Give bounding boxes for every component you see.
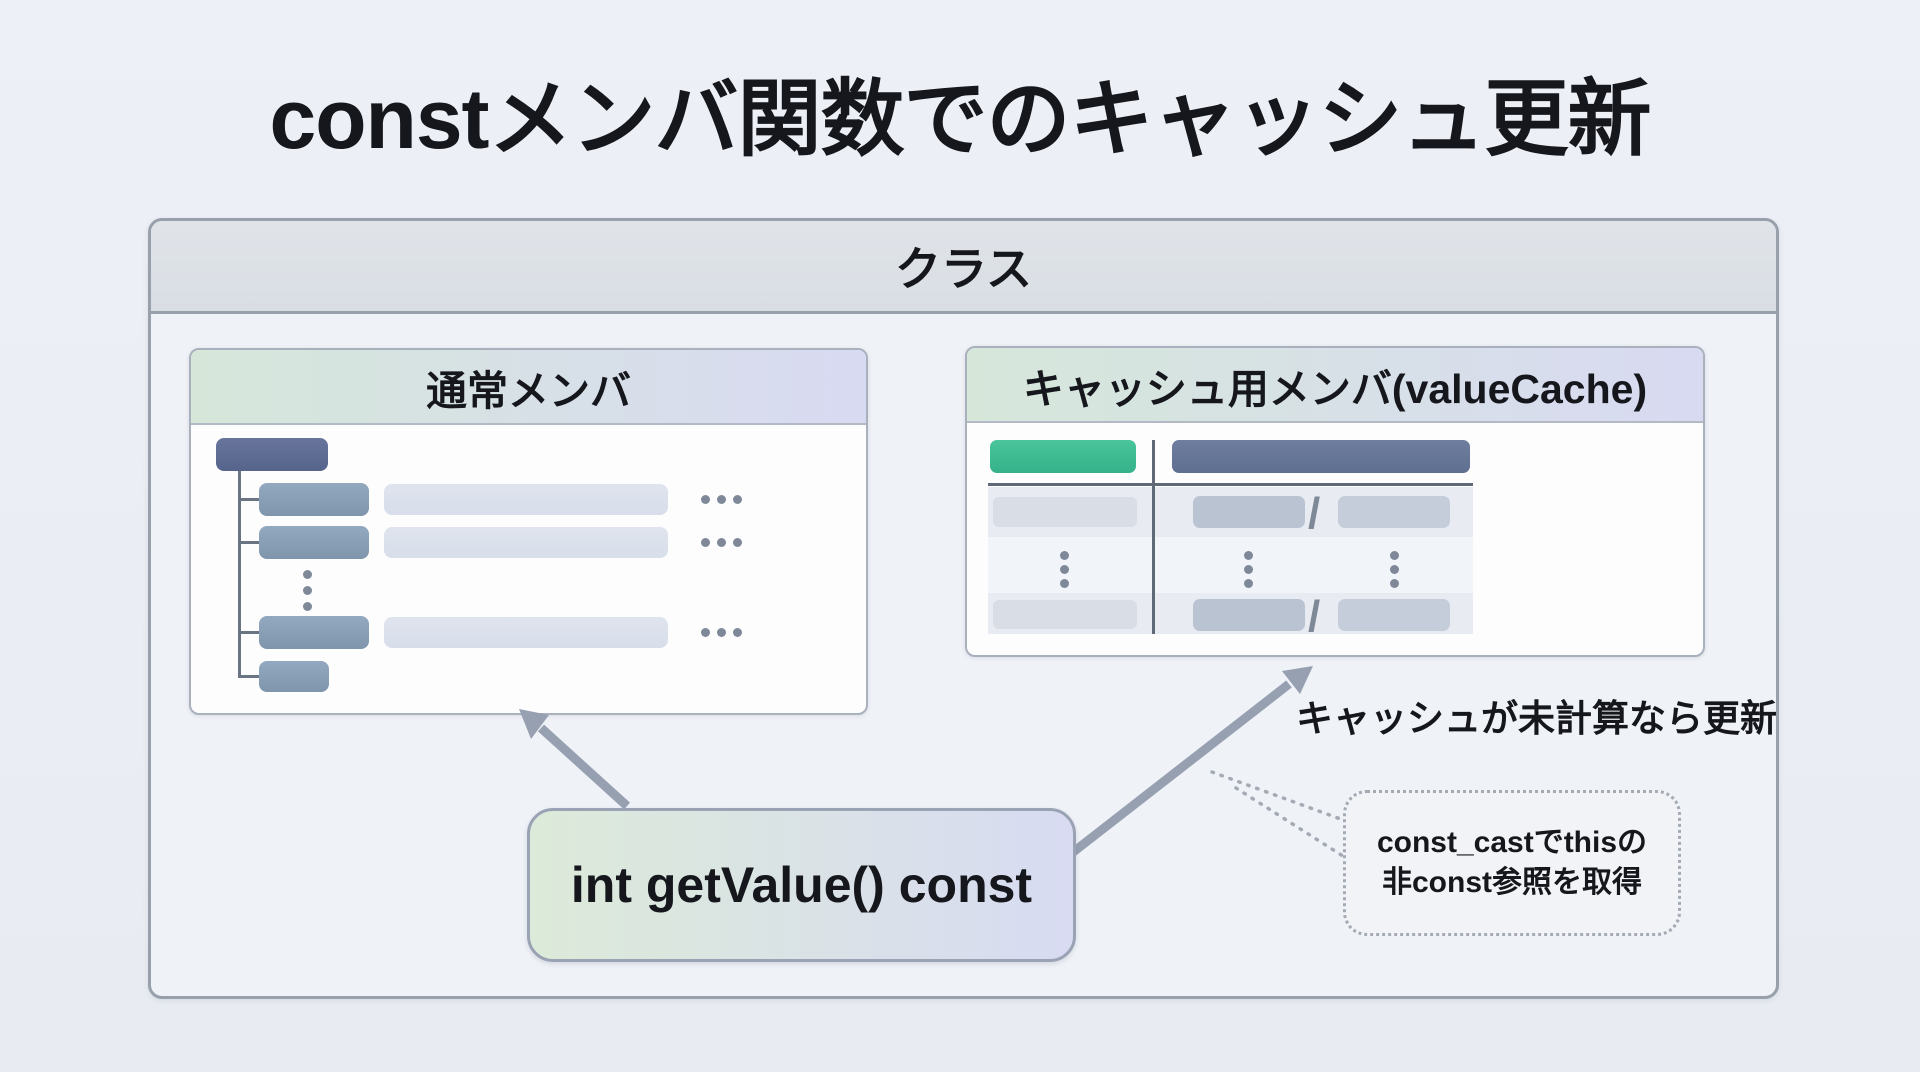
vertical-ellipsis-dot: [303, 586, 312, 595]
class-container-header: クラス: [151, 221, 1776, 314]
normal-members-header: 通常メンバ: [191, 350, 866, 425]
tree-root-node: [216, 438, 328, 471]
cache-member-header: キャッシュ用メンバ(valueCache): [967, 348, 1703, 423]
table-header-separator: [988, 483, 1473, 486]
cache-member-label: キャッシュ用メンバ(valueCache): [1022, 365, 1648, 412]
table-vertical-divider: [1152, 440, 1155, 634]
cache-key-header-cell: [990, 440, 1136, 473]
class-label: クラス: [894, 243, 1033, 295]
cache-key-cell: [993, 497, 1137, 527]
tree-connector-line: [238, 631, 260, 634]
getvalue-function-label: int getValue() const: [570, 857, 1033, 913]
tree-connector-line: [238, 675, 260, 678]
table-ellipsis-dot: [1060, 565, 1069, 574]
tree-trunk-line: [238, 470, 241, 677]
ellipsis-dot: [733, 495, 742, 504]
ellipsis-dot: [717, 628, 726, 637]
normal-members-label: 通常メンバ: [426, 367, 631, 414]
cache-update-note: キャッシュが未計算なら更新: [1296, 698, 1777, 739]
cache-value-cell: [1193, 496, 1305, 528]
member-value-bar: [384, 527, 668, 558]
cache-value-cell: [1338, 599, 1450, 631]
table-ellipsis-dot: [1244, 579, 1253, 588]
tree-connector-line: [238, 498, 260, 501]
table-ellipsis-dot: [1390, 565, 1399, 574]
table-ellipsis-dot: [1390, 579, 1399, 588]
member-value-bar: [384, 617, 668, 648]
cache-value-cell: [1338, 496, 1450, 528]
vertical-ellipsis-dot: [303, 570, 312, 579]
cache-key-cell: [993, 600, 1137, 629]
table-ellipsis-dot: [1244, 565, 1253, 574]
tree-child-node: [259, 526, 369, 559]
ellipsis-dot: [733, 538, 742, 547]
table-ellipsis-dot: [1244, 551, 1253, 560]
ellipsis-dot: [733, 628, 742, 637]
ellipsis-dot: [701, 628, 710, 637]
member-value-bar: [384, 484, 668, 515]
table-ellipsis-dot: [1060, 579, 1069, 588]
ellipsis-dot: [717, 495, 726, 504]
tree-connector-line: [238, 541, 260, 544]
ellipsis-dot: [701, 538, 710, 547]
getvalue-function-box: int getValue() const: [527, 808, 1076, 962]
tree-child-node: [259, 483, 369, 516]
tree-child-node: [259, 661, 329, 692]
const-cast-callout-line2: 非const参照を取得: [1381, 866, 1642, 899]
value-pair-slash: /: [1308, 592, 1321, 641]
table-ellipsis-dot: [1390, 551, 1399, 560]
cache-value-cell: [1193, 599, 1305, 631]
tree-child-node: [259, 616, 369, 649]
const-cast-callout-line1: const_castでthisの: [1376, 826, 1648, 859]
page-title: constメンバ関数でのキャッシュ更新: [269, 72, 1651, 166]
ellipsis-dot: [701, 495, 710, 504]
value-pair-slash: /: [1308, 489, 1321, 538]
cache-value-header-cell: [1172, 440, 1470, 473]
ellipsis-dot: [717, 538, 726, 547]
vertical-ellipsis-dot: [303, 602, 312, 611]
table-ellipsis-dot: [1060, 551, 1069, 560]
const-cast-callout: const_castでthisの 非const参照を取得: [1343, 790, 1681, 936]
